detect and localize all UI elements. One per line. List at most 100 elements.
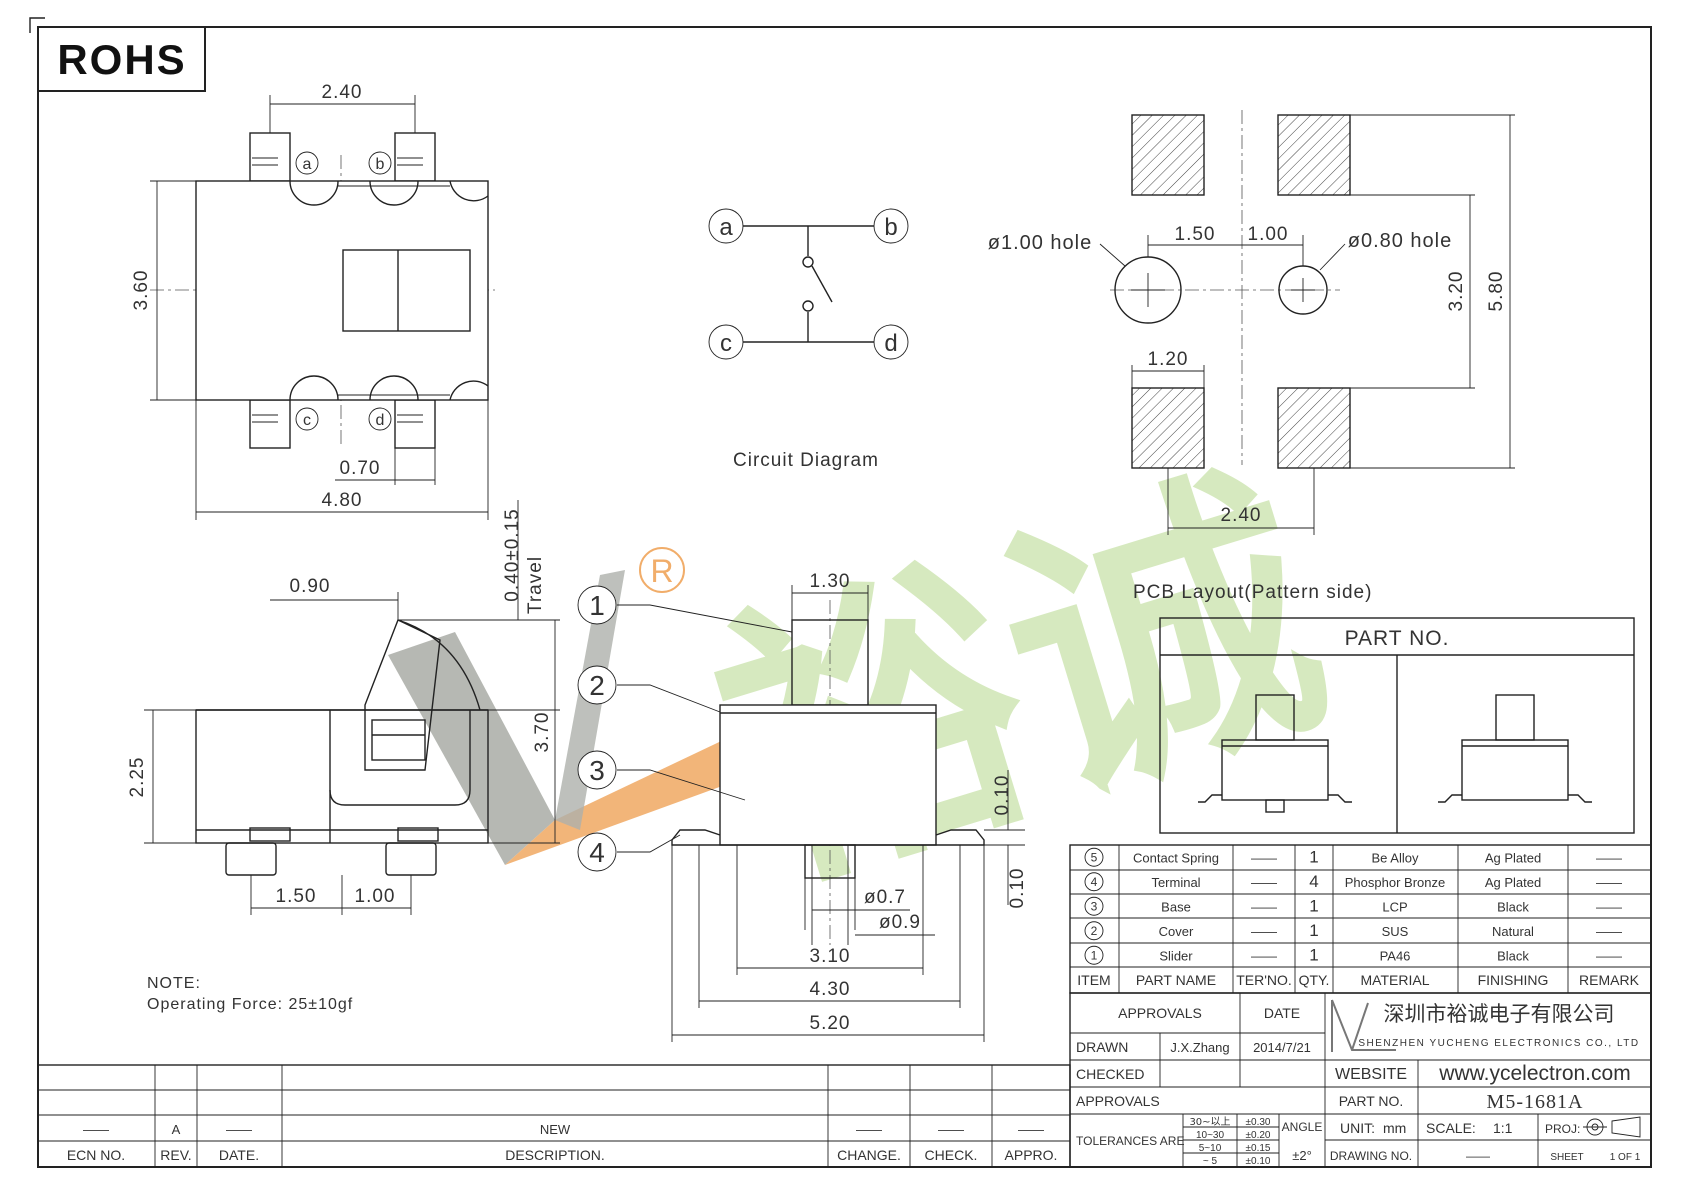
bom-col-qty: QTY. [1299,972,1330,988]
side-dim-370: 3.70 [532,712,553,753]
side-dim-150: 1.50 [276,886,317,907]
bom-cell-qty: 1 [1309,896,1318,915]
bom-col-ter: TER'NO. [1236,972,1292,988]
part-outline-left [1198,694,1352,813]
front-dim-310: 3.10 [810,946,851,967]
bom-item-number: 4 [1091,875,1098,889]
callout-1: 1 [589,590,605,621]
bom-col-remark: REMARK [1579,972,1640,988]
circuit-node-d: d [884,330,897,357]
bom-item-number: 1 [1091,948,1098,962]
pcb-dim-240: 2.40 [1221,505,1262,526]
bom-cell-name: Contact Spring [1133,850,1219,865]
sheet-label: SHEET [1550,1152,1583,1163]
note-label: NOTE: [147,975,201,992]
front-view: 1 2 3 4 1.30 0.10 0.10 ø0.7 ø0.9 3.10 4.… [577,571,1028,1042]
part-outline-right [1438,694,1592,803]
drawn-label: DRAWN [1076,1039,1128,1055]
top-label-d: d [376,412,385,429]
rev-row-date: —— [226,1122,252,1137]
checked-label: CHECKED [1076,1066,1144,1082]
bom-cell-finishing: Black [1497,899,1529,914]
front-dim-520: 5.20 [810,1013,851,1034]
top-dim-480: 4.80 [322,490,363,511]
bom-cell-ter: —— [1251,850,1277,865]
drawing-no-value: —— [1466,1149,1490,1163]
bom-cell-qty: 1 [1309,847,1318,866]
unit-label: UNIT: [1340,1120,1375,1136]
registered-mark-circle [639,547,685,593]
angle-label: ANGLE [1282,1120,1323,1134]
pcb-dim-320: 3.20 [1446,271,1467,312]
rohs-label: ROHS [57,36,186,83]
title-block: 深圳市裕诚电子有限公司 SHENZHEN YUCHENG ELECTRONICS… [1069,992,1652,1168]
bom-cell-finishing: Ag Plated [1485,850,1541,865]
drawn-date: 2014/7/21 [1253,1040,1311,1055]
rohs-badge: ROHS [37,26,206,92]
bom-item-number: 3 [1091,899,1098,913]
bom-cell-finishing: Natural [1492,924,1534,939]
bom-col-item: ITEM [1077,972,1110,988]
pcb-dim-150: 1.50 [1175,224,1216,245]
revision-table: —— A —— NEW —— —— —— ECN NO. REV. DATE. … [37,1064,1071,1168]
projection-symbol-icon [1583,1116,1641,1138]
bom-cell-material: SUS [1382,924,1409,939]
top-dim-070: 0.70 [340,458,381,479]
bom-item-circle [1084,847,1104,867]
bom-cell-remark: —— [1596,875,1622,890]
angle-value: ±2° [1292,1148,1312,1163]
callout-4: 4 [589,837,605,868]
bom-cell-remark: —— [1596,948,1622,963]
company-logo-mark [1331,999,1396,1052]
bom-cell-ter: —— [1251,948,1277,963]
rev-row-rev: A [172,1122,181,1137]
bom-item-number: 5 [1091,850,1098,864]
pcb-layout: ø1.00 hole ø0.80 hole 1.50 1.00 3.20 5.8… [988,110,1515,603]
circuit-node-b: b [884,214,897,241]
bom-col-finishing: FINISHING [1478,972,1549,988]
front-dim-phi09: ø0.9 [879,912,921,933]
circuit-node-a: a [719,214,733,241]
tol-range-3: 5~10 [1199,1143,1222,1154]
circuit-caption: Circuit Diagram [733,450,879,471]
callout-3: 3 [589,755,605,786]
bom-cell-qty: 1 [1309,945,1318,964]
approvals-header: APPROVALS [1118,1005,1202,1021]
rev-col-check: CHECK. [925,1147,978,1163]
top-dim-360: 3.60 [131,270,152,311]
pcb-dim-580: 5.80 [1486,271,1507,312]
scale-label: SCALE: [1426,1120,1476,1136]
rev-col-rev: REV. [160,1147,191,1163]
approvals-label: APPROVALS [1076,1093,1160,1109]
watermark-v-orange [505,725,755,865]
top-view: a b c d 2.40 3.60 0.70 4.80 [131,82,495,520]
drawn-by: J.X.Zhang [1170,1040,1229,1055]
bom-cell-material: Be Alloy [1372,850,1419,865]
bom-item-circle [1084,921,1104,941]
bom-item-circle [1084,896,1104,916]
side-dim-225: 2.25 [127,757,148,798]
bom-item-circle [1084,945,1104,965]
front-dim-010-bottom: 0.10 [1007,868,1028,909]
front-dim-130: 1.30 [810,571,851,592]
date-header: DATE [1264,1005,1300,1021]
bom-cell-ter: —— [1251,924,1277,939]
callout-2: 2 [589,670,605,701]
bom-cell-remark: —— [1596,899,1622,914]
part-no-box: PART NO. [1159,617,1635,834]
note: NOTE: Operating Force: 25±10gf [147,975,353,1013]
tolerances-label: TOLERANCES ARE [1076,1134,1184,1148]
rev-col-ecn: ECN NO. [67,1147,125,1163]
website-value: www.ycelectron.com [1438,1062,1630,1085]
side-dim-travel: 0.40±0.15 [502,508,523,601]
part-no-label: PART NO. [1339,1093,1404,1109]
drawing-no-label: DRAWING NO. [1330,1149,1412,1163]
bom-col-material: MATERIAL [1361,972,1430,988]
note-text: Operating Force: 25±10gf [147,996,353,1013]
rev-col-date: DATE. [219,1147,259,1163]
rev-row-ecn: —— [83,1122,109,1137]
rev-col-change: CHANGE. [837,1147,901,1163]
bom-cell-remark: —— [1596,850,1622,865]
